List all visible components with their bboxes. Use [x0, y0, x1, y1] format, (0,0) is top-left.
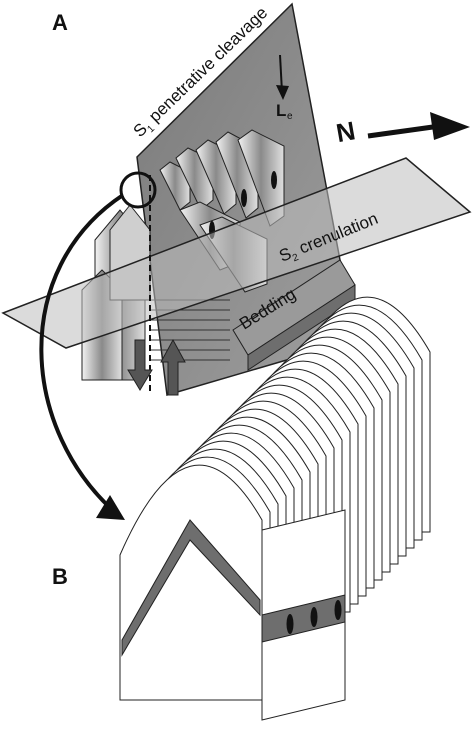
lineation-label: L	[276, 101, 286, 120]
connector-arrow-head	[96, 495, 125, 520]
lineation-sub: e	[287, 111, 293, 122]
right-block	[261, 509, 346, 721]
north-label: N	[334, 115, 358, 148]
connector-arrow	[39, 193, 125, 517]
shear-arrows	[127, 338, 186, 396]
highlight-circle	[119, 171, 157, 209]
fold-sheet	[119, 464, 263, 701]
north-arrow	[367, 112, 470, 140]
lineation-ellipses-b	[286, 600, 342, 634]
s2-crenulation-plane	[1, 157, 472, 349]
bedding-block	[232, 259, 356, 371]
lineation-arrow-head	[276, 85, 289, 100]
dark-fold-band	[121, 519, 261, 657]
panel-a-label: A	[52, 10, 68, 35]
panel-b-label: B	[52, 564, 68, 589]
